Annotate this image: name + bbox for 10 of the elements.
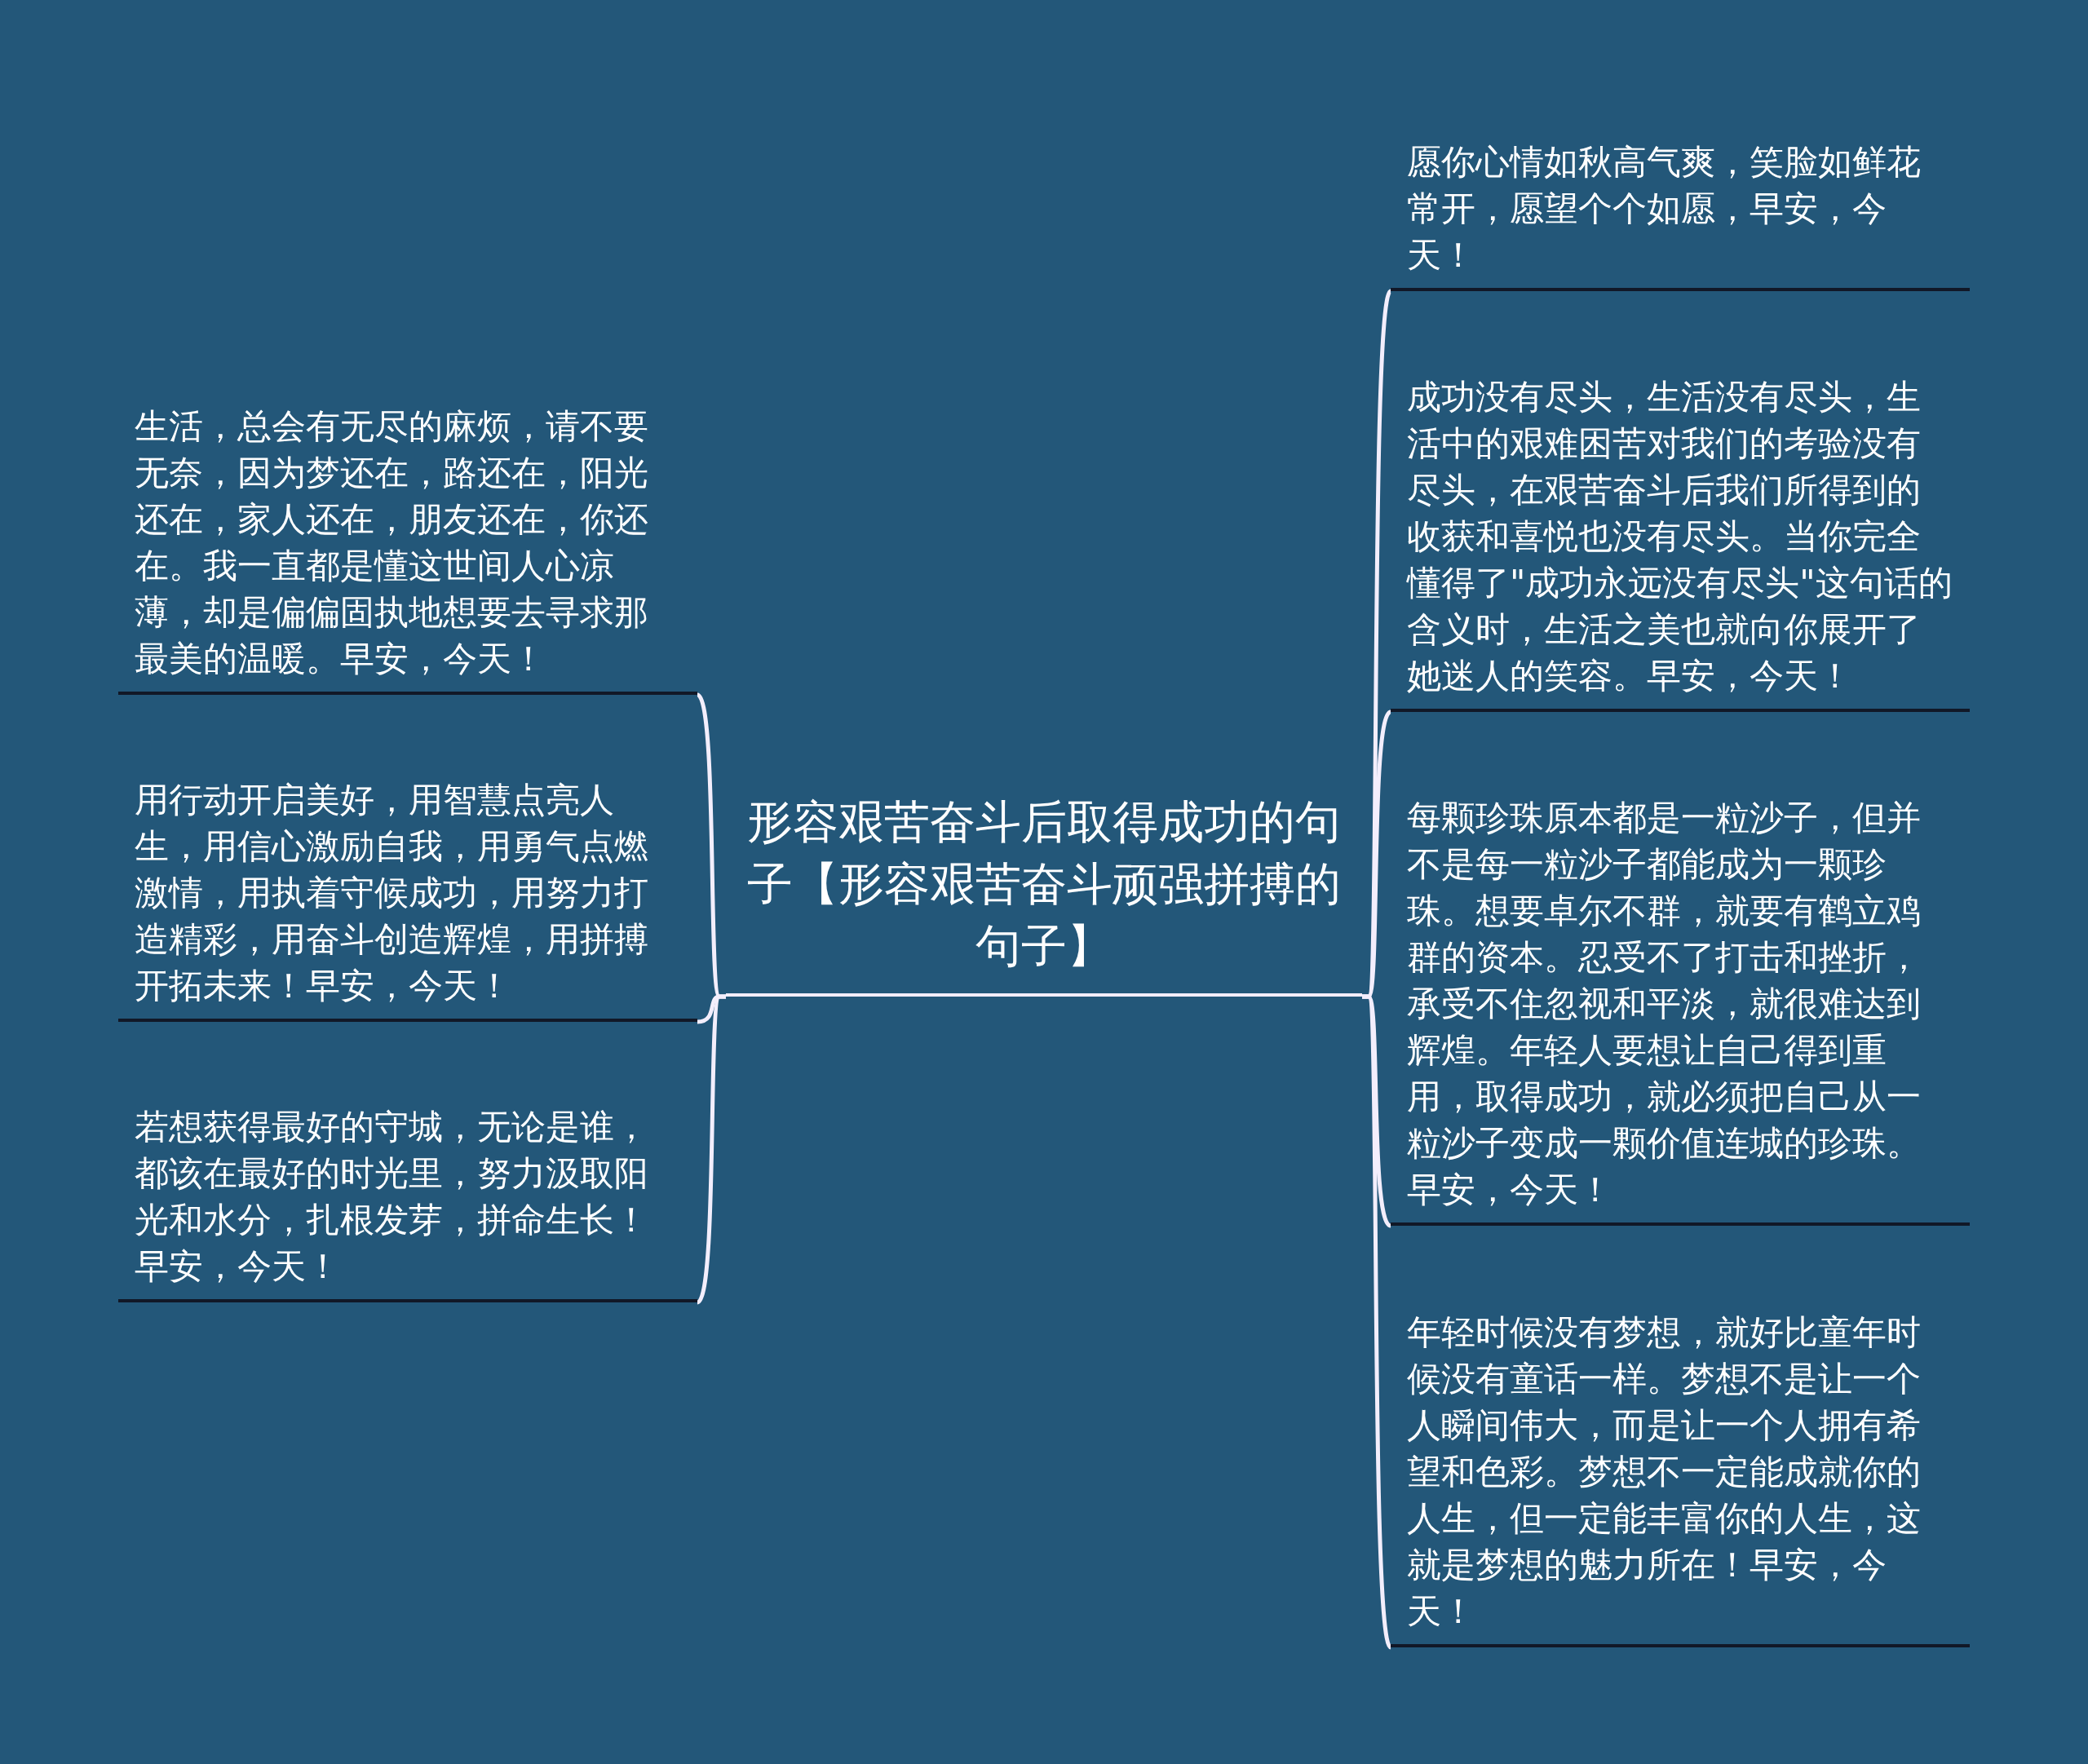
node-text: 生活，总会有无尽的麻烦，请不要无奈，因为梦还在，路还在，阳光还在，家人还在，朋友还在，你还在。我一直都是懂这世间人心凉薄，却是偏偏固执地想要去寻求那最美的温暖。早安，今天！ <box>135 405 649 680</box>
connector-line <box>696 994 726 1304</box>
node-text: 成功没有尽头，生活没有尽头，生活中的艰难困苦对我们的考验没有尽头，在艰苦奋斗后我们所得到的收获和喜悦也没有尽头。当你完全懂得了"成功永远没有尽头"这句话的含义时，生活之美也就向你展开了她迷人的笑容。早安，今天！ <box>1407 376 1953 697</box>
node-text: 年轻时候没有梦想，就好比童年时候没有童话一样。梦想不是让一个人瞬间伟大，而是让一个人拥有希望和色彩。梦想不一定能成就你的人生，但一定能丰富你的人生，这就是梦想的魅力所在！早安，今天！ <box>1407 1311 1922 1633</box>
node-text: 愿你心情如秋高气爽，笑脸如鲜花常开，愿望个个如愿，早安，今天！ <box>1407 141 1922 276</box>
node-text: 每颗珍珠原本都是一粒沙子，但并不是每一粒沙子都能成为一颗珍珠。想要卓尔不群，就要有鹤立鸡群的资本。忍受不了打击和挫折，承受不住忽视和平淡，就很难达到辉煌。年轻人要想让自己得到重用，取得成功，就必须把自己从一粒沙子变成一颗价值连城的珍珠。早安，今天！ <box>1407 797 1922 1211</box>
node-text: 若想获得最好的守城，无论是谁，都该在最好的时光里，努力汲取阳光和水分，扎根发芽，拼命生长！早安，今天！ <box>135 1106 649 1288</box>
connector-line <box>1361 994 1393 1648</box>
topic-title: 形容艰苦奋斗后取得成功的句子【形容艰苦奋斗顽强拼搏的句子】 <box>746 794 1342 974</box>
node-text: 用行动开启美好，用智慧点亮人生，用信心激励自我，用勇气点燃激情，用执着守候成功，用努力打造精彩，用奋斗创造辉煌，用拼搏开拓未来！早安，今天！ <box>135 779 649 1007</box>
